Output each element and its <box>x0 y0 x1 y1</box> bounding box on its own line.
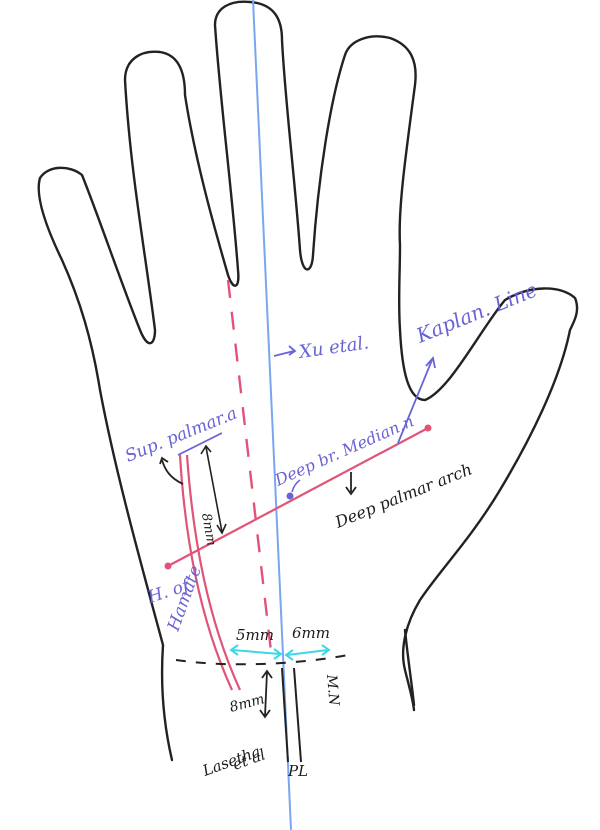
sup-palmar-arrow <box>161 459 184 485</box>
label-deep-branch: Deep br. Median.n <box>271 411 417 490</box>
vertical-distance-arrow <box>205 446 223 533</box>
kaplan-line <box>167 427 429 567</box>
label-6mm: 6mm <box>292 624 330 642</box>
pl-line-1 <box>281 667 289 763</box>
label-pl: PL <box>287 762 308 780</box>
label-mn: M.N <box>323 673 342 707</box>
dashed-line <box>226 279 274 661</box>
kaplan-pointer <box>397 359 433 444</box>
label-vertical-distance: 8mm <box>198 512 218 547</box>
distance-8mm-arrow <box>264 671 268 717</box>
deep-branch-dot <box>286 492 294 500</box>
xu-arrow <box>273 350 295 357</box>
distance-5mm-arrow <box>231 649 281 655</box>
sup-palmar-tick <box>177 432 223 456</box>
label-deep-arch: Deep palmar arch <box>331 459 474 532</box>
pl-line-2 <box>293 667 302 763</box>
wrist-crease <box>175 654 349 666</box>
axis-line <box>252 0 292 830</box>
kaplan-endpoint-right <box>424 424 432 432</box>
hand-outline <box>37 0 579 762</box>
kaplan-endpoint-left <box>164 562 172 570</box>
hamate-curve-2 <box>185 454 242 691</box>
label-xu: Xu etal. <box>296 332 370 363</box>
distance-6mm-arrow <box>286 649 329 656</box>
label-kaplan: Kaplan. Line <box>412 277 541 348</box>
label-5mm: 5mm <box>236 626 274 644</box>
sup-palmar-arrowhead <box>159 456 169 465</box>
wrist-right-edge <box>403 628 416 707</box>
